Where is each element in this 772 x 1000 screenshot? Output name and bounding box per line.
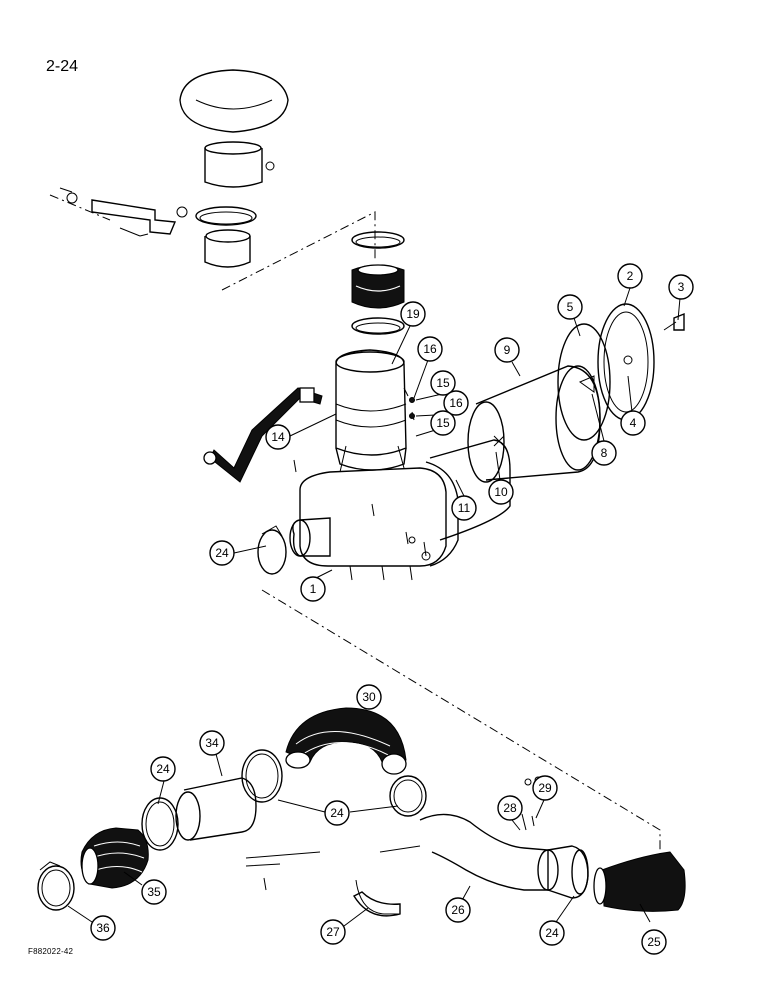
callout-label: 16 — [423, 342, 437, 356]
callout-label: 29 — [538, 781, 552, 795]
callout-16-lower: 16 — [443, 390, 469, 416]
air-cleaner-housing-icon — [289, 349, 511, 581]
inlet-hose-icon — [203, 387, 323, 483]
gasket-ring-icon — [557, 323, 611, 441]
callout-label: 19 — [406, 307, 420, 321]
callout-27: 27 — [320, 919, 346, 945]
callout-19: 19 — [400, 301, 426, 327]
callout-label: 36 — [96, 921, 110, 935]
callout-11: 11 — [451, 495, 477, 521]
small-fasteners-icon — [521, 776, 542, 831]
callout-label: 14 — [271, 430, 285, 444]
callout-label: 24 — [545, 926, 559, 940]
bellows-hose-icon — [80, 827, 149, 889]
elbow-clamps-icon — [241, 749, 427, 817]
turbo-hose-icon — [593, 851, 686, 912]
callout-label: 28 — [503, 801, 517, 815]
leader-lines — [67, 287, 681, 927]
precleaner-bracket-icon — [59, 161, 275, 237]
intake-tube-icon — [419, 813, 589, 899]
callout-16-upper: 16 — [417, 336, 443, 362]
wing-nut-icon — [663, 312, 685, 331]
end-cover-icon — [597, 303, 655, 421]
elbow-hose-icon — [285, 707, 407, 775]
callout-35: 35 — [141, 879, 167, 905]
middle-clamp-icon — [351, 317, 405, 335]
callout-4: 4 — [620, 410, 646, 436]
callout-label: 35 — [147, 885, 161, 899]
figure-code: F882022-42 — [28, 947, 74, 956]
filter-element-icon — [467, 365, 601, 483]
callout-15-upper: 15 — [430, 370, 456, 396]
callout-8: 8 — [591, 440, 617, 466]
hardware-bolts-icon — [293, 387, 427, 557]
precleaner-clamp-icon — [195, 206, 257, 268]
callout-14: 14 — [265, 424, 291, 450]
mounting-bracket-icon — [245, 845, 421, 917]
callout-25: 25 — [641, 929, 667, 955]
callout-label: 11 — [458, 501, 471, 515]
callout-label: 24 — [330, 806, 344, 820]
callout-36: 36 — [90, 915, 116, 941]
callout-24-left: 24 — [150, 756, 176, 782]
callout-5: 5 — [557, 294, 583, 320]
callout-15-lower: 15 — [430, 410, 456, 436]
page-number: 2-24 — [46, 58, 79, 75]
assembly-centerline-main — [261, 589, 661, 870]
callout-label: 10 — [494, 485, 508, 499]
callout-label: 8 — [601, 446, 608, 460]
callout-label: 27 — [326, 925, 340, 939]
top-clamp-icon — [351, 231, 405, 249]
callout-label: 2 — [627, 269, 634, 283]
tube-adapter-icon — [141, 777, 257, 851]
callout-30: 30 — [356, 684, 382, 710]
callout-24-upper: 24 — [209, 540, 235, 566]
callout-label: 4 — [630, 416, 637, 430]
callout-24-middle: 24 — [324, 800, 350, 826]
callout-label: 24 — [215, 546, 229, 560]
precleaner-cap-icon — [179, 69, 289, 133]
callout-label: 16 — [449, 396, 463, 410]
callout-label: 5 — [567, 300, 574, 314]
callout-34: 34 — [199, 730, 225, 756]
callout-label: 1 — [310, 582, 317, 596]
callout-label: 24 — [156, 762, 170, 776]
assembly-centerline-top — [221, 211, 376, 291]
precleaner-tube-icon — [204, 141, 263, 188]
outlet-clamp-icon — [257, 525, 287, 575]
end-clamp-icon — [37, 861, 75, 911]
callout-1: 1 — [300, 576, 326, 602]
callout-label: 26 — [451, 903, 465, 917]
callout-9: 9 — [494, 337, 520, 363]
callout-3: 3 — [668, 274, 694, 300]
callout-29: 29 — [532, 775, 558, 801]
callout-label: 25 — [647, 935, 661, 949]
rubber-cap-icon — [351, 264, 405, 309]
callout-24-lower: 24 — [539, 920, 565, 946]
assembly-centerline-side — [49, 194, 111, 221]
callout-label: 15 — [436, 416, 450, 430]
callout-label: 15 — [436, 376, 450, 390]
callout-label: 9 — [504, 343, 511, 357]
callout-label: 3 — [678, 280, 685, 294]
callout-2: 2 — [617, 263, 643, 289]
callout-10: 10 — [488, 479, 514, 505]
callout-label: 30 — [362, 690, 376, 704]
callout-label: 34 — [205, 736, 219, 750]
callout-28: 28 — [497, 795, 523, 821]
callout-26: 26 — [445, 897, 471, 923]
